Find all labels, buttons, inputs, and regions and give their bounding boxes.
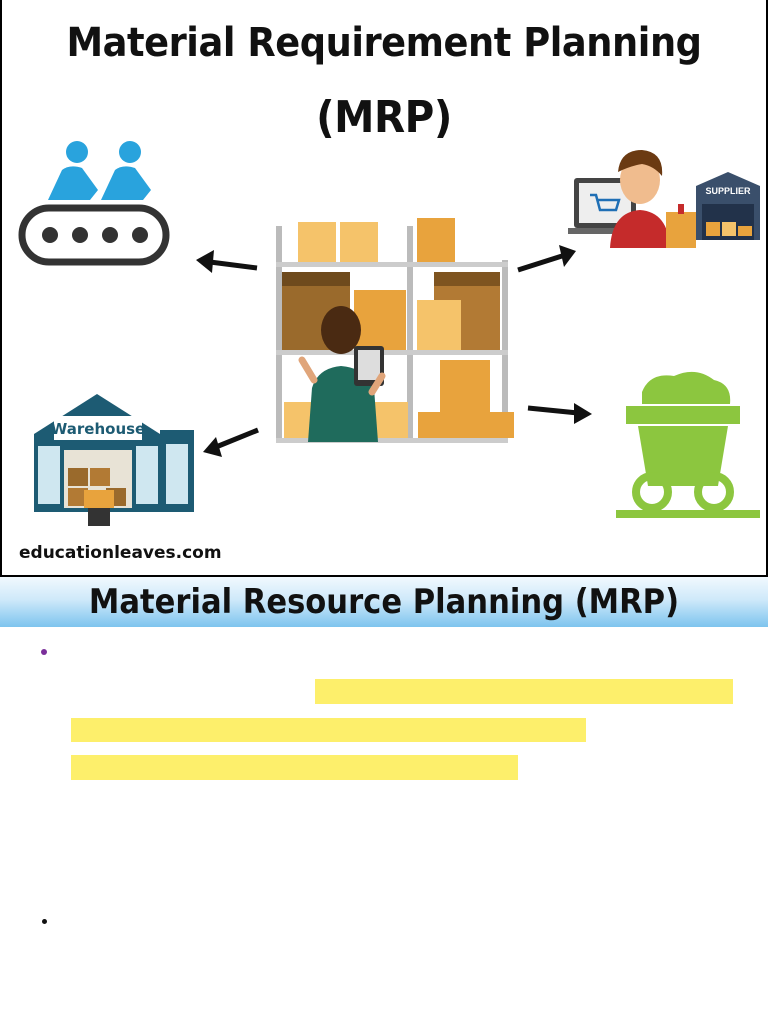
worker-with-tablet-icon: [298, 306, 386, 442]
bullet-point: [41, 649, 47, 655]
website-credit: educationleaves.com: [19, 543, 222, 563]
production-line-icon: [18, 141, 170, 266]
mining-cart-icon: [616, 371, 760, 518]
arrow-icon: [517, 245, 576, 273]
mrp-illustration: SUPPLIER Warehouse: [18, 141, 760, 526]
text-highlight: [71, 718, 586, 742]
warehouse-sign-text: Warehouse: [51, 420, 145, 438]
supplier-icon: SUPPLIER: [568, 150, 760, 248]
slide-title-bar: Material Resource Planning (MRP): [0, 577, 768, 627]
warehouse-icon: Warehouse: [34, 394, 194, 526]
bullet-point: [42, 919, 47, 924]
mrp-infographic: Material Requirement Planning (MRP): [2, 0, 766, 575]
text-highlight: [71, 755, 518, 780]
arrow-icon: [196, 250, 258, 273]
arrow-icon: [527, 403, 592, 424]
slide-body: [0, 627, 768, 1024]
infographic-title: Material Requirement Planning: [66, 20, 702, 66]
text-highlight: [315, 679, 733, 704]
slide-title: Material Resource Planning (MRP): [88, 582, 680, 622]
warehouse-shelf-icon: [276, 218, 514, 443]
supplier-sign-text: SUPPLIER: [705, 186, 751, 196]
arrow-icon: [203, 427, 259, 457]
infographic-subtitle: (MRP): [316, 92, 452, 143]
